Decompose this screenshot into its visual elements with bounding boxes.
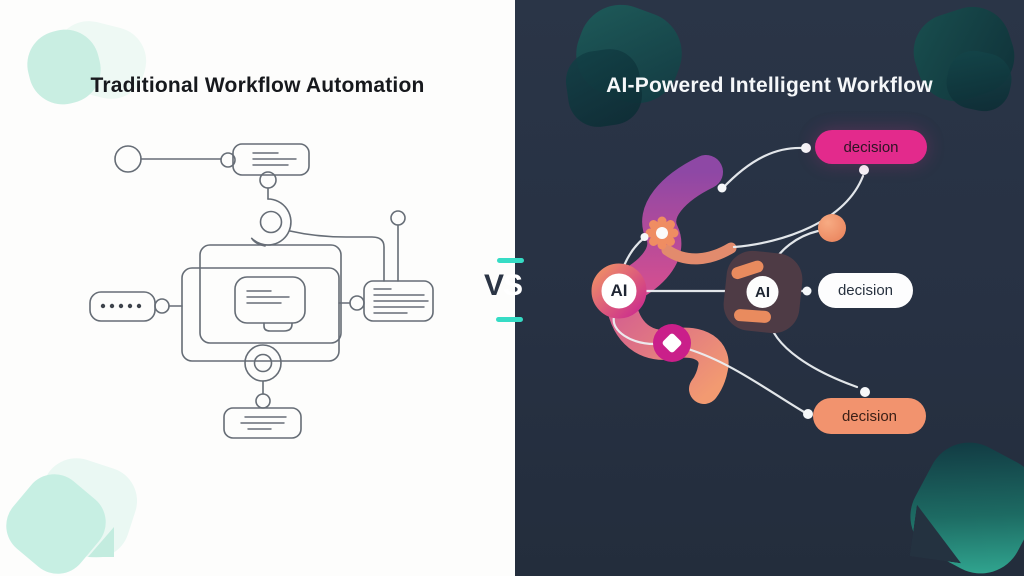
decision-pill-middle: decision: [818, 273, 913, 308]
flow-branch-right: [289, 230, 385, 282]
end-text-lines: [240, 416, 287, 430]
traditional-flowchart: [89, 143, 434, 439]
ai2-node-label: AI: [755, 284, 770, 301]
salmon-band: [607, 293, 729, 404]
flow-speech-bubble: [234, 276, 306, 324]
traditional-workflow-panel: Traditional Workflow Automation: [0, 13, 434, 576]
flow-note-box-right: [363, 280, 434, 322]
ai-workflow-panel: AI-Powered Intelligent Workflow: [515, 0, 1024, 576]
connector-dots: [640, 143, 870, 419]
orange-ball-node: [818, 214, 846, 242]
vs-letter-s: S: [503, 269, 523, 302]
vs-letter-v: V: [484, 269, 504, 302]
curve-ai1-diamond: [612, 315, 657, 346]
decision-pill-top-label: decision: [843, 138, 899, 156]
flow-container-outer: [181, 267, 340, 362]
task-text-lines: [252, 152, 297, 166]
curve-diamond-decision-bottom: [686, 347, 806, 414]
flow-donut-outer: [244, 344, 282, 382]
decision-pill-bottom-label: decision: [841, 407, 898, 425]
connector-curves: [612, 146, 865, 414]
flow-port-circle: [390, 210, 406, 226]
flow-task-box-top: [232, 143, 310, 176]
ai1-node-label: AI: [610, 281, 628, 300]
flow-port-circle: [220, 152, 236, 168]
vs-accent-bar-bottom: [496, 317, 523, 322]
flow-start-circle: [114, 145, 142, 173]
right-title: AI-Powered Intelligent Workflow: [606, 74, 933, 97]
flow-port-circle: [255, 393, 271, 409]
salmon-ribbon: [661, 242, 737, 265]
flow-loop-circle: [259, 210, 283, 234]
left-title: Traditional Workflow Automation: [90, 74, 425, 97]
speech-bubble-tail: [263, 322, 293, 332]
ai-workflow-diagram: [591, 143, 870, 419]
bubble-text-lines: [246, 290, 290, 304]
vs-label: V S: [484, 269, 523, 302]
flow-port-circle: [349, 295, 365, 311]
diamond-icon: [653, 324, 691, 362]
vs-accent-bar-top: [497, 258, 524, 263]
flow-donut-inner: [253, 353, 273, 373]
decision-pill-middle-label: decision: [837, 282, 894, 299]
ai2-node-circle: [746, 276, 779, 308]
flow-end-box: [223, 407, 302, 439]
decision-pill-bottom: decision: [813, 398, 926, 434]
flow-container-inner: [199, 244, 342, 344]
flow-port-circle: [154, 298, 170, 314]
gear-icon: [645, 216, 679, 250]
curve-to-decision-top-bottom: [732, 174, 865, 249]
pill-dots: [100, 303, 142, 309]
decision-pill-top: decision: [815, 130, 927, 164]
ai1-node-circle: [591, 263, 647, 319]
flow-loop-hook: [250, 198, 292, 247]
ai2-orange-bar-top: [731, 260, 764, 280]
note-text-lines: [373, 288, 429, 314]
curve-blob-decision-top: [720, 146, 805, 191]
ai2-orange-bar-bottom: [734, 309, 771, 323]
